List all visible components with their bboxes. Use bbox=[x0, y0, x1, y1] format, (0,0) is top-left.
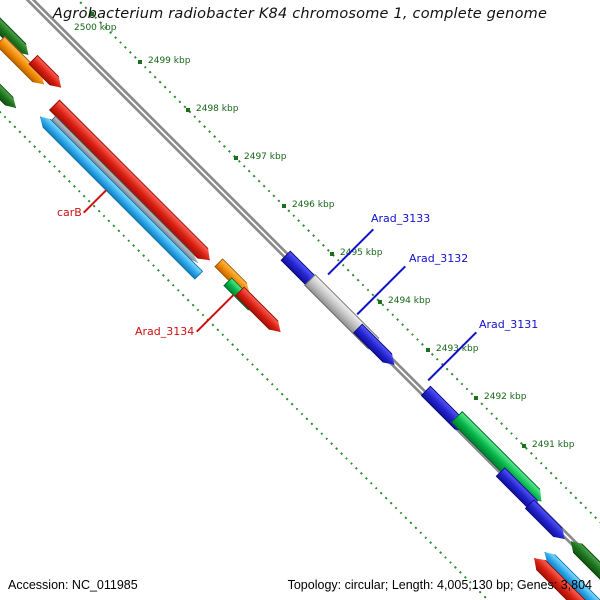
ruler-tick-dot bbox=[138, 60, 142, 64]
ruler-tick-dot bbox=[90, 12, 94, 16]
ruler-tick-label: 2500 kbp bbox=[74, 23, 117, 33]
gene-arrow[interactable] bbox=[451, 411, 547, 507]
gene-label[interactable]: Arad_3134 bbox=[135, 325, 195, 338]
ruler-tick-dot bbox=[186, 108, 190, 112]
gene-arrow[interactable] bbox=[0, 80, 20, 113]
statusbar-accession: Accession: NC_011985 bbox=[8, 578, 138, 592]
ruler-tick-dot bbox=[426, 348, 430, 352]
ruler-dotted-line-inner bbox=[0, 100, 500, 600]
ruler-tick-label: 2498 kbp bbox=[196, 104, 239, 114]
genome-title: Agrobacterium radiobacter K84 chromosome… bbox=[52, 6, 548, 22]
ruler-tick-label: 2499 kbp bbox=[148, 56, 191, 66]
gene-arrow[interactable] bbox=[525, 499, 570, 544]
ruler-tick-dot bbox=[522, 444, 526, 448]
gene-label-pointer-line bbox=[356, 265, 406, 316]
ruler-tick-label: 2495 kbp bbox=[340, 248, 383, 258]
ruler-tick-label: 2497 kbp bbox=[244, 152, 287, 162]
gene-label[interactable]: Arad_3133 bbox=[371, 212, 431, 225]
ruler-tick-dot bbox=[378, 300, 382, 304]
ruler-tick-dot bbox=[474, 396, 478, 400]
gene-label[interactable]: Arad_3132 bbox=[409, 252, 469, 265]
gene-arrow[interactable] bbox=[50, 115, 200, 265]
ruler-tick-dot bbox=[234, 156, 238, 160]
gene-arrow[interactable] bbox=[35, 112, 203, 280]
statusbar-topology-info: Topology: circular; Length: 4,005,130 bp… bbox=[287, 578, 592, 592]
ruler-tick-dot bbox=[282, 204, 286, 208]
status-bar: Accession: NC_011985 Topology: circular;… bbox=[0, 574, 600, 600]
gene-Arad_3134[interactable] bbox=[235, 286, 285, 336]
gene-carB[interactable] bbox=[49, 99, 215, 265]
gene-label-pointer-line bbox=[83, 189, 107, 214]
ruler-tick-label: 2492 kbp bbox=[484, 392, 527, 402]
gene-arrow[interactable] bbox=[353, 323, 399, 369]
ruler-tick-label: 2496 kbp bbox=[292, 200, 335, 210]
ruler-tick-dot bbox=[330, 252, 334, 256]
ruler-tick-label: 2494 kbp bbox=[388, 296, 431, 306]
gene-label[interactable]: carB bbox=[57, 206, 82, 219]
gene-label[interactable]: Arad_3131 bbox=[479, 318, 539, 331]
ruler-tick-label: 2491 kbp bbox=[532, 440, 575, 450]
